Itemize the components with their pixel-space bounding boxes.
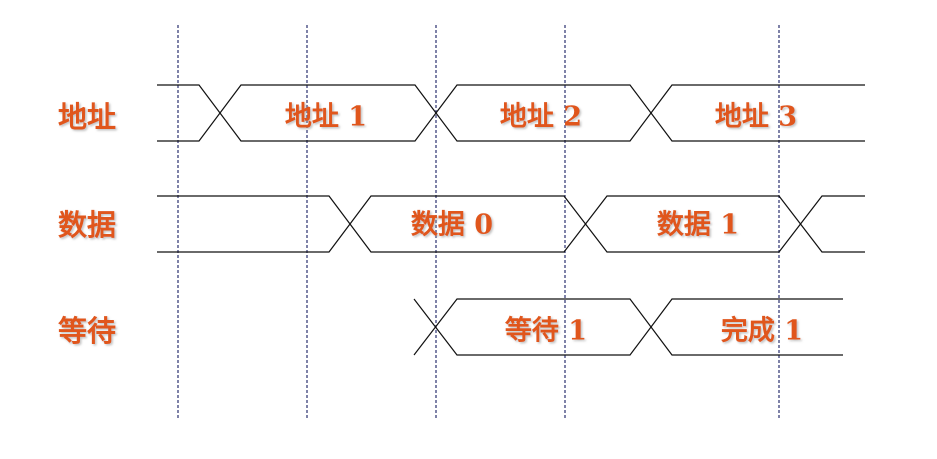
- wait-signal-waveform: [413, 298, 843, 356]
- data-value-1: 数据 1: [657, 210, 739, 241]
- clock-edges: [177, 25, 780, 418]
- row-label-data: 数据: [58, 208, 116, 242]
- address-bus-waveform: [157, 84, 865, 142]
- wait-value-1: 等待 1: [505, 315, 587, 347]
- address-value-2: 地址 2: [500, 102, 582, 133]
- data-bus-waveform: [157, 195, 865, 253]
- data-value-0: 数据 0: [411, 210, 493, 241]
- row-label-wait: 等待: [58, 314, 116, 348]
- address-value-1: 地址 1: [285, 102, 367, 133]
- row-label-address: 地址: [58, 100, 116, 134]
- address-value-3: 地址 3: [715, 102, 797, 133]
- complete-value-1: 完成 1: [721, 315, 803, 347]
